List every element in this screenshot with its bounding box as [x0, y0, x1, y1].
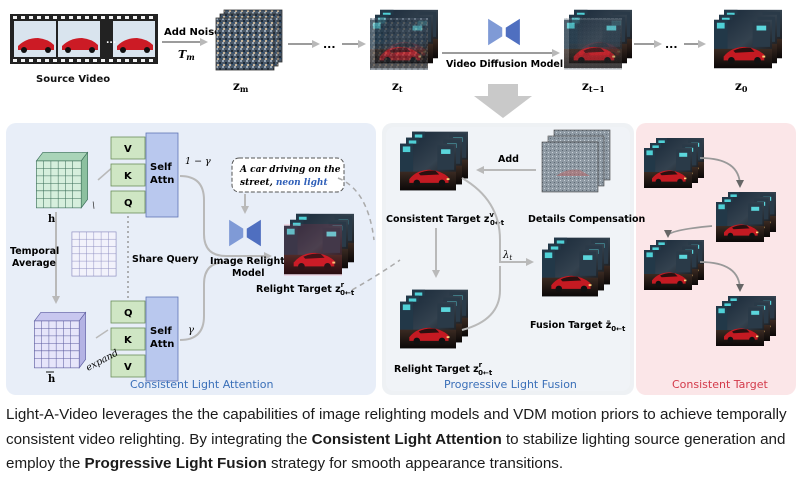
- z0-sub: 0: [742, 84, 748, 94]
- temporal-label: Temporal: [10, 246, 59, 257]
- zt1-sub: t−1: [589, 84, 605, 94]
- dots-1: ...: [323, 38, 336, 51]
- plf-consistent-sup: v: [489, 211, 494, 219]
- v-label-bottom: V: [124, 362, 132, 373]
- zm-label: z: [233, 79, 240, 93]
- v-label-top: V: [124, 144, 132, 155]
- relight-target-stack: [284, 213, 354, 276]
- ct-title: Consistent Target: [672, 378, 768, 391]
- caption-bold-1: Consistent Light Attention: [311, 430, 502, 448]
- zt-sub: t: [399, 84, 403, 94]
- plf-relight-target-stack: [400, 289, 468, 349]
- add-noise-label: Add Noise: [164, 27, 221, 38]
- latent-z0: [714, 9, 782, 69]
- source-video-label: Source Video: [36, 74, 110, 85]
- one-minus-gamma-label: 1 − γ: [185, 156, 211, 167]
- q-label-bottom: Q: [124, 308, 133, 319]
- prompt-neon: neon light: [276, 178, 329, 188]
- add-label: Add: [498, 154, 519, 165]
- zt-label: z: [392, 79, 399, 93]
- plf-relight-sub: 0←t: [478, 369, 493, 377]
- text-prompt-box: [231, 157, 345, 193]
- t-m-sub: m: [186, 52, 194, 62]
- svg-text:Relight Target zr0←t: Relight Target zr0←t: [394, 361, 493, 377]
- cla-relight-target: Relight Target z: [256, 284, 341, 295]
- noisy-latent-zm: [215, 9, 283, 71]
- svg-text:Consistent Target zv0←t: Consistent Target zv0←t: [386, 211, 505, 227]
- prompt-line-2a: street,: [240, 178, 276, 188]
- v-box-bottom: [110, 354, 146, 378]
- latent-zt: [370, 9, 438, 70]
- v-box-top: [110, 136, 146, 160]
- k-label-top: K: [124, 171, 133, 182]
- z0-label: z: [735, 79, 742, 93]
- svg-text:zt−1: zt−1: [582, 79, 605, 94]
- q-box-top: [110, 190, 146, 214]
- self-attn-bottom-l1: Self: [150, 326, 172, 337]
- plf-relight-sup: r: [479, 361, 483, 369]
- relight-model-l2: Model: [232, 268, 264, 279]
- plf-relight-target: Relight Target z: [394, 364, 479, 375]
- fusion-target-stack: [542, 237, 610, 297]
- relight-model-l1: Image Relight: [210, 256, 285, 267]
- zm-sub: m: [240, 84, 249, 94]
- svg-text:z0: z0: [735, 79, 748, 94]
- h-bar-label: h: [48, 374, 56, 385]
- lambda-sub: t: [509, 254, 512, 262]
- vdm-label: Video Diffusion Model: [446, 59, 563, 70]
- cla-relight-sub: 0←t: [340, 289, 355, 297]
- self-attn-bottom-l2: Attn: [150, 339, 174, 350]
- k-box-bottom: [110, 327, 146, 351]
- k-label-bottom: K: [124, 335, 133, 346]
- details-compensation-label: Details Compensation: [528, 214, 646, 225]
- feature-cube-h-bar: [34, 312, 86, 369]
- svg-text:Fusion Target z̄0←t: Fusion Target z̄0←t: [530, 320, 626, 333]
- source-video-filmstrip: ...: [10, 14, 158, 64]
- self-attn-top-l1: Self: [150, 162, 172, 173]
- self-attn-top-l2: Attn: [150, 175, 174, 186]
- temporal-average-slice: [71, 231, 117, 277]
- caption-part-2: to stabilize lighting source generation …: [6, 430, 786, 473]
- svg-text:Tm: Tm: [178, 48, 195, 62]
- q-box-bottom: [110, 300, 146, 324]
- plf-title: Progressive Light Fusion: [444, 378, 577, 391]
- figure-caption: Light-A-Video leverages the the capabili…: [6, 403, 796, 477]
- prompt-line-1: A car driving on the: [239, 165, 341, 175]
- q-label-top: Q: [124, 198, 133, 209]
- svg-text:λt: λt: [502, 250, 512, 262]
- average-label: Average: [12, 258, 56, 269]
- latent-zt-minus-1: [564, 9, 632, 70]
- lambda-label: λ: [502, 250, 509, 261]
- plf-consistent-target: Consistent Target z: [386, 214, 490, 225]
- filmstrip-dots: ...: [106, 36, 116, 46]
- dots-2: ...: [665, 38, 678, 51]
- feature-cube-h: [36, 152, 88, 209]
- h-label: h: [48, 214, 56, 225]
- svg-text:\: \: [92, 201, 95, 211]
- svg-text:zt: zt: [392, 79, 403, 94]
- caption-part-3: strategy for smooth appearance transitio…: [266, 455, 564, 472]
- svg-text:Relight Target zr0←t: Relight Target zr0←t: [256, 281, 355, 297]
- cla-title: Consistent Light Attention: [130, 378, 274, 391]
- svg-text:zm: zm: [233, 79, 249, 94]
- details-compensation-stack: [541, 129, 611, 193]
- self-attn-top: [145, 132, 179, 218]
- light-a-video-diagram: ... Source Video Add Noise Tm zm ... zt …: [6, 9, 796, 395]
- cla-relight-sup: r: [341, 281, 345, 289]
- k-box-top: [110, 163, 146, 187]
- consistent-target-stack: [400, 131, 468, 191]
- fusion-target-label: Fusion Target z̄: [530, 320, 612, 331]
- self-attn-bottom: [145, 296, 179, 382]
- share-query-label: Share Query: [132, 254, 199, 265]
- fusion-target-sub: 0←t: [611, 325, 626, 333]
- caption-part-1: Light-A-Video leverages the the capabili…: [6, 406, 787, 448]
- gamma-label: γ: [188, 325, 194, 336]
- t-m-label: T: [178, 48, 187, 61]
- vdm-hourglass-icon: [488, 18, 520, 46]
- svg-text:street, neon light: street, neon light: [240, 178, 328, 188]
- caption-bold-2: Progressive Light Fusion: [84, 455, 267, 472]
- big-down-arrow: [474, 84, 532, 118]
- zt1-label: z: [582, 79, 589, 93]
